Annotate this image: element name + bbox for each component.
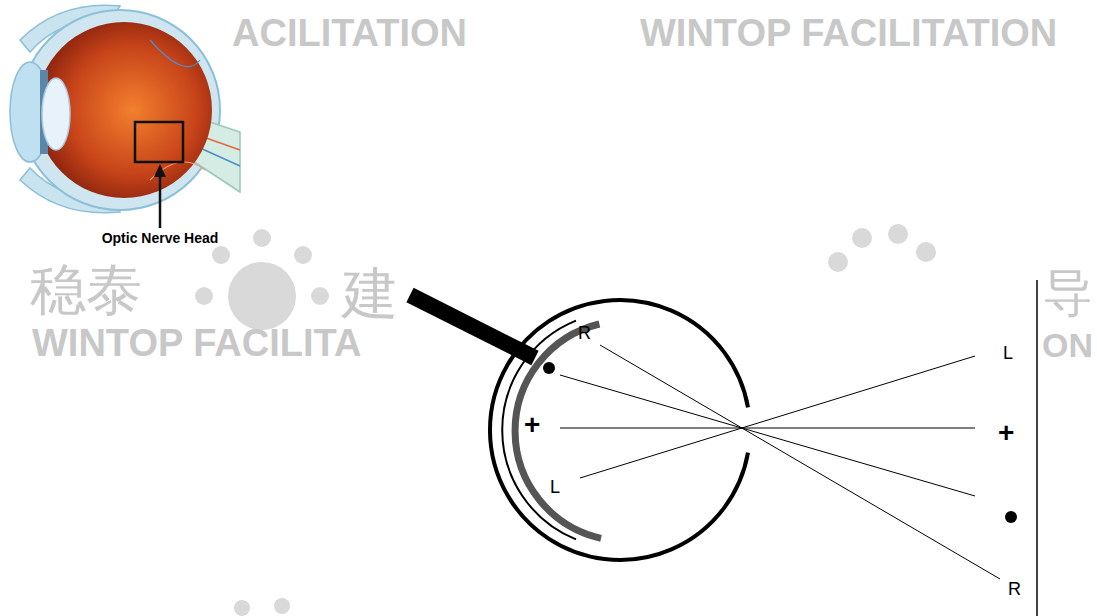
object-plane — [1036, 280, 1038, 616]
retina-dot — [543, 362, 555, 374]
watermark-text: ON — [1042, 328, 1093, 362]
light-ray — [580, 356, 975, 478]
watermark-text: 稳泰 — [30, 262, 142, 318]
logo-dot — [212, 246, 230, 264]
vitreous-body — [36, 22, 212, 198]
sclera — [20, 10, 220, 210]
light-ray — [560, 375, 975, 496]
logo-dot — [852, 228, 872, 248]
logo-dot — [234, 600, 250, 616]
watermark-text: WINTOP FACILITATION — [640, 14, 1057, 52]
watermark-text: 导 — [1043, 268, 1093, 318]
lens — [42, 78, 70, 150]
optic-nerve-bar — [410, 295, 535, 358]
retina-point-label: R — [578, 324, 591, 342]
structure-label: Optic Nerve Head — [102, 231, 219, 245]
logo-dot — [888, 224, 908, 244]
watermark-text: WINTOP FACILITA — [32, 324, 361, 362]
logo-dot — [195, 287, 213, 305]
logo-dot — [274, 598, 290, 614]
pointer-arrow — [159, 175, 162, 228]
watermark-logo — [195, 224, 936, 616]
highlight-box — [135, 122, 183, 162]
arrow-head — [154, 164, 166, 177]
retina-point-label: L — [550, 478, 560, 496]
light-ray — [560, 428, 975, 429]
object-point-label: + — [998, 419, 1014, 447]
blood-vessel — [150, 162, 205, 180]
object-dot — [1005, 511, 1017, 523]
light-ray — [600, 345, 1000, 579]
logo-dot — [294, 246, 312, 264]
blood-vessel — [150, 40, 200, 67]
watermark-text: 建 — [342, 266, 398, 322]
logo-dot — [916, 242, 936, 262]
logo-dot — [253, 229, 271, 247]
schematic-eye — [410, 280, 1037, 616]
logo-sun — [228, 262, 296, 330]
object-point-label: L — [1003, 344, 1013, 362]
eye-illustration — [10, 5, 240, 228]
object-point-label: R — [1008, 580, 1021, 598]
logo-dot — [828, 252, 848, 272]
retina-point-label: + — [524, 411, 540, 439]
watermark-text: ACILITATION — [232, 14, 467, 52]
eyeball-outline — [490, 300, 748, 560]
logo-dot — [311, 287, 329, 305]
